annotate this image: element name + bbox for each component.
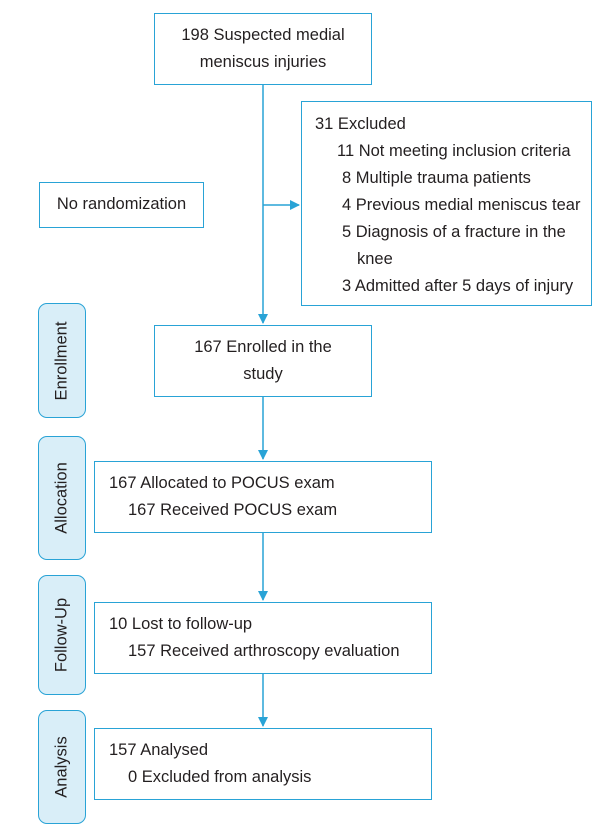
excluded-box: 31 Excluded 11 Not meeting inclusion cri… bbox=[301, 101, 592, 306]
stage-analysis: Analysis bbox=[38, 710, 86, 824]
stage-allocation: Allocation bbox=[38, 436, 86, 560]
analysis-box: 157 Analysed 0 Excluded from analysis bbox=[94, 728, 432, 800]
suspected-line-1: 198 Suspected medial bbox=[181, 26, 345, 44]
excluded-item-continued: knee bbox=[357, 250, 393, 268]
enrolled-line-1: 167 Enrolled in the bbox=[194, 338, 332, 356]
no-randomization-label: No randomization bbox=[56, 195, 187, 213]
no-randomization-box: No randomization bbox=[39, 182, 204, 228]
analysis-line-2: 0 Excluded from analysis bbox=[128, 768, 312, 786]
allocation-box: 167 Allocated to POCUS exam 167 Received… bbox=[94, 461, 432, 533]
followup-line-1: 10 Lost to follow-up bbox=[109, 615, 253, 633]
followup-line-2: 157 Received arthroscopy evaluation bbox=[128, 642, 400, 660]
suspected-line-2: meniscus injuries bbox=[199, 53, 327, 71]
stage-enrollment-label: Enrollment bbox=[52, 321, 71, 400]
excluded-item: 3 Admitted after 5 days of injury bbox=[342, 277, 574, 295]
enrolled-box: 167 Enrolled in the study bbox=[154, 325, 372, 397]
stage-followup-label: Follow-Up bbox=[52, 597, 71, 673]
excluded-item: 5 Diagnosis of a fracture in the bbox=[342, 223, 566, 241]
excluded-item: 8 Multiple trauma patients bbox=[342, 169, 531, 187]
analysis-line-1: 157 Analysed bbox=[109, 741, 209, 759]
stage-analysis-label: Analysis bbox=[52, 736, 71, 798]
stage-allocation-label: Allocation bbox=[52, 462, 71, 534]
followup-box: 10 Lost to follow-up 157 Received arthro… bbox=[94, 602, 432, 674]
suspected-injuries-box: 198 Suspected medial meniscus injuries bbox=[154, 13, 372, 85]
stage-enrollment: Enrollment bbox=[38, 303, 86, 418]
allocation-line-2: 167 Received POCUS exam bbox=[128, 501, 338, 519]
enrolled-line-2: study bbox=[243, 365, 283, 383]
excluded-title: 31 Excluded bbox=[315, 115, 406, 133]
excluded-item: 4 Previous medial meniscus tear bbox=[342, 196, 581, 214]
allocation-line-1: 167 Allocated to POCUS exam bbox=[109, 474, 335, 492]
excluded-item: 11 Not meeting inclusion criteria bbox=[337, 142, 571, 160]
stage-followup: Follow-Up bbox=[38, 575, 86, 695]
